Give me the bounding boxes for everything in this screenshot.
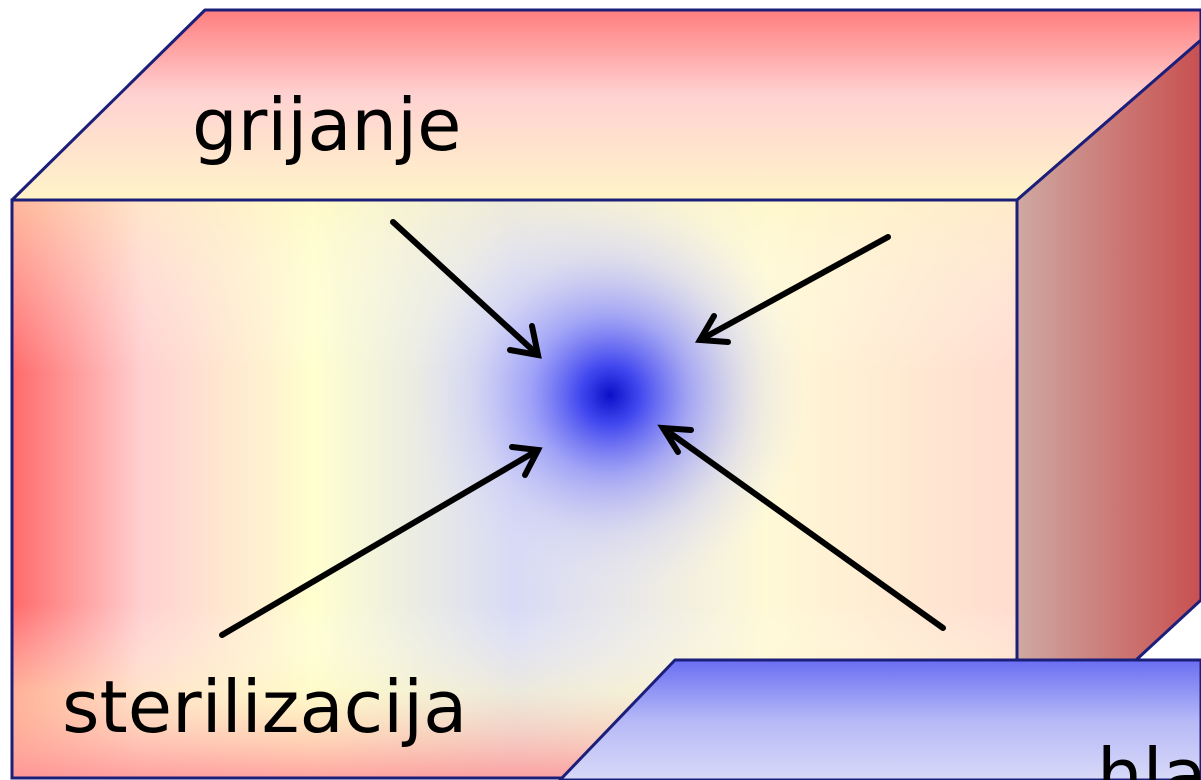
label-sterilization: sterilizacija xyxy=(62,665,467,749)
label-heating: grijanje xyxy=(192,83,461,167)
label-cooling: hla xyxy=(1097,733,1201,780)
box-top-face xyxy=(12,10,1201,200)
cold-centre-glow xyxy=(410,195,810,595)
